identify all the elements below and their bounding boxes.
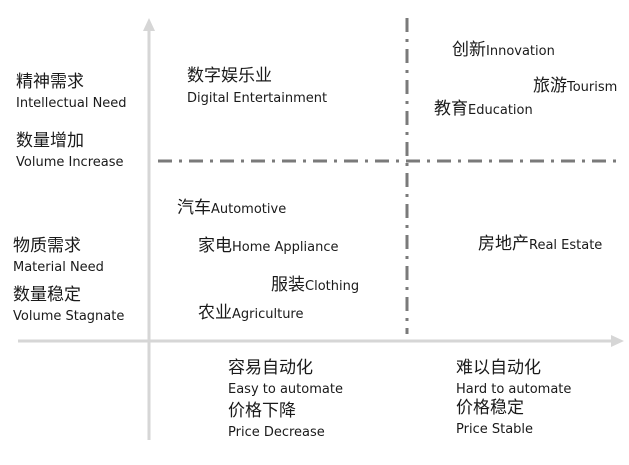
left-label-volume-increase: 数量增加 Volume Increase	[16, 131, 124, 170]
bottom-label-zh: 价格下降	[228, 401, 296, 421]
item-zh: 创新	[452, 40, 486, 60]
left-label-volume-stagnate: 数量稳定 Volume Stagnate	[13, 285, 125, 324]
bottom-label-en: Easy to automate	[228, 382, 343, 397]
bottom-label-hard: 难以自动化 Hard to automate	[456, 358, 572, 397]
left-label-en: Volume Increase	[16, 155, 124, 170]
item-zh: 农业	[198, 303, 232, 323]
bottom-label-zh: 容易自动化	[228, 358, 313, 378]
y-axis-arrow	[143, 18, 155, 31]
left-label-zh: 数量稳定	[13, 285, 81, 305]
item-zh: 家电	[198, 236, 232, 256]
bottom-label-zh: 价格稳定	[456, 398, 524, 418]
quadrant-bottom-left-item: 农业Agriculture	[198, 305, 304, 322]
bottom-label-easy: 容易自动化 Easy to automate	[228, 358, 343, 397]
bottom-label-en: Price Stable	[456, 422, 534, 437]
item-zh: 教育	[434, 99, 468, 119]
bottom-label-en: Price Decrease	[228, 425, 325, 440]
item-en: Home Appliance	[232, 240, 339, 255]
item-zh: 服装	[271, 275, 305, 295]
quadrant-bottom-left-item: 家电Home Appliance	[198, 238, 339, 255]
left-label-intellectual: 精神需求 Intellectual Need	[16, 72, 127, 111]
item-en: Tourism	[567, 80, 618, 95]
bottom-label-zh: 难以自动化	[456, 358, 541, 378]
left-label-zh: 数量增加	[16, 131, 84, 151]
item-en: Digital Entertainment	[187, 91, 328, 106]
quadrant-bottom-left-item: 汽车Automotive	[177, 200, 286, 217]
item-zh: 旅游	[533, 76, 567, 96]
item-en: Education	[468, 103, 533, 118]
item-zh: 汽车	[177, 198, 211, 218]
left-label-zh: 精神需求	[16, 72, 84, 92]
left-label-en: Material Need	[13, 260, 104, 275]
quadrant-top-left-item: 数字娱乐业 Digital Entertainment	[187, 66, 328, 106]
quadrant-bottom-left-item: 服装Clothing	[271, 277, 359, 294]
item-en: Automotive	[211, 202, 287, 217]
item-zh: 房地产	[478, 234, 529, 254]
item-en: Agriculture	[232, 307, 304, 322]
item-en: Real Estate	[529, 238, 603, 253]
quadrant-top-right-item: 创新Innovation	[452, 42, 555, 59]
item-en: Innovation	[486, 44, 555, 59]
bottom-label-price-stable: 价格稳定 Price Stable	[456, 398, 534, 437]
quadrant-bottom-right-item: 房地产Real Estate	[478, 236, 602, 253]
item-en: Clothing	[305, 279, 360, 294]
bottom-label-en: Hard to automate	[456, 382, 572, 397]
item-zh: 数字娱乐业	[187, 66, 272, 86]
left-label-material: 物质需求 Material Need	[13, 236, 104, 275]
quadrant-top-right-item: 教育Education	[434, 101, 533, 118]
x-axis-arrow	[611, 335, 624, 347]
quadrant-top-right-item: 旅游Tourism	[533, 78, 617, 95]
left-label-en: Volume Stagnate	[13, 309, 125, 324]
left-label-en: Intellectual Need	[16, 96, 127, 111]
left-label-zh: 物质需求	[13, 236, 81, 256]
bottom-label-price-decrease: 价格下降 Price Decrease	[228, 401, 325, 440]
